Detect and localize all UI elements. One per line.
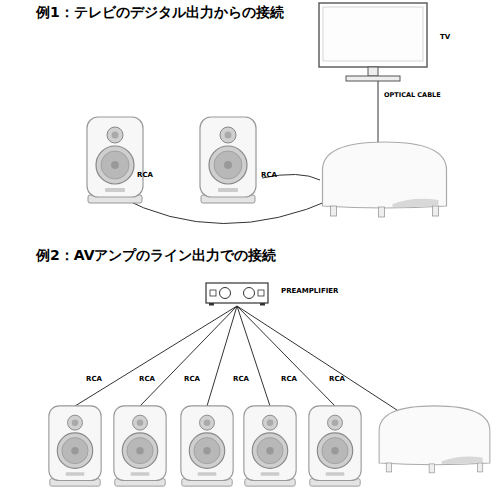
preamp-foot (260, 303, 265, 306)
section-heading: 例2：AVアンプのライン出力での接続 (36, 248, 276, 263)
subwoofer (379, 406, 490, 473)
rca-cable (75, 306, 237, 406)
rca-cable (237, 306, 270, 406)
cable-label: RCA (261, 172, 277, 180)
speaker (87, 117, 143, 203)
speaker (114, 406, 166, 486)
tv-panel (323, 7, 423, 61)
rca-cable (237, 306, 400, 412)
speaker (49, 406, 101, 486)
tv-stand (346, 76, 400, 81)
cable-label: RCA (233, 376, 249, 384)
section-heading: 例1：テレビのデジタル出力からの接続 (36, 5, 284, 20)
cable-label: RCA (137, 172, 153, 180)
speaker (309, 406, 361, 486)
tv-outline (318, 2, 428, 82)
rca-cable (140, 306, 237, 406)
optical-cable (378, 80, 379, 144)
preamplifier: PREAMPLIFIER (205, 282, 269, 306)
tv-neck (368, 67, 378, 76)
rca-cable (237, 306, 335, 406)
preamp-button (258, 290, 264, 296)
cable-label: RCA (329, 376, 345, 384)
cable-label: RCA (281, 376, 297, 384)
preamp-foot (209, 303, 214, 306)
speaker (200, 117, 256, 203)
tv-screen (319, 3, 427, 67)
preamp-knob (220, 288, 231, 299)
subwoofer (323, 142, 447, 217)
preamp-outline (205, 282, 269, 306)
cable-label: RCA (184, 376, 200, 384)
speaker (244, 406, 296, 486)
rca-cable (207, 306, 237, 406)
preamp-knob (244, 288, 255, 299)
device-name: PREAMPLIFIER (281, 288, 338, 296)
cable-label: OPTICAL CABLE (384, 92, 441, 99)
speaker (181, 406, 233, 486)
preamp-button (210, 290, 216, 296)
device-name: TV (440, 34, 450, 42)
cable-label: RCA (139, 376, 155, 384)
preamp-body (206, 283, 268, 303)
tv: TV (318, 2, 428, 82)
cable-label: RCA (86, 376, 102, 384)
